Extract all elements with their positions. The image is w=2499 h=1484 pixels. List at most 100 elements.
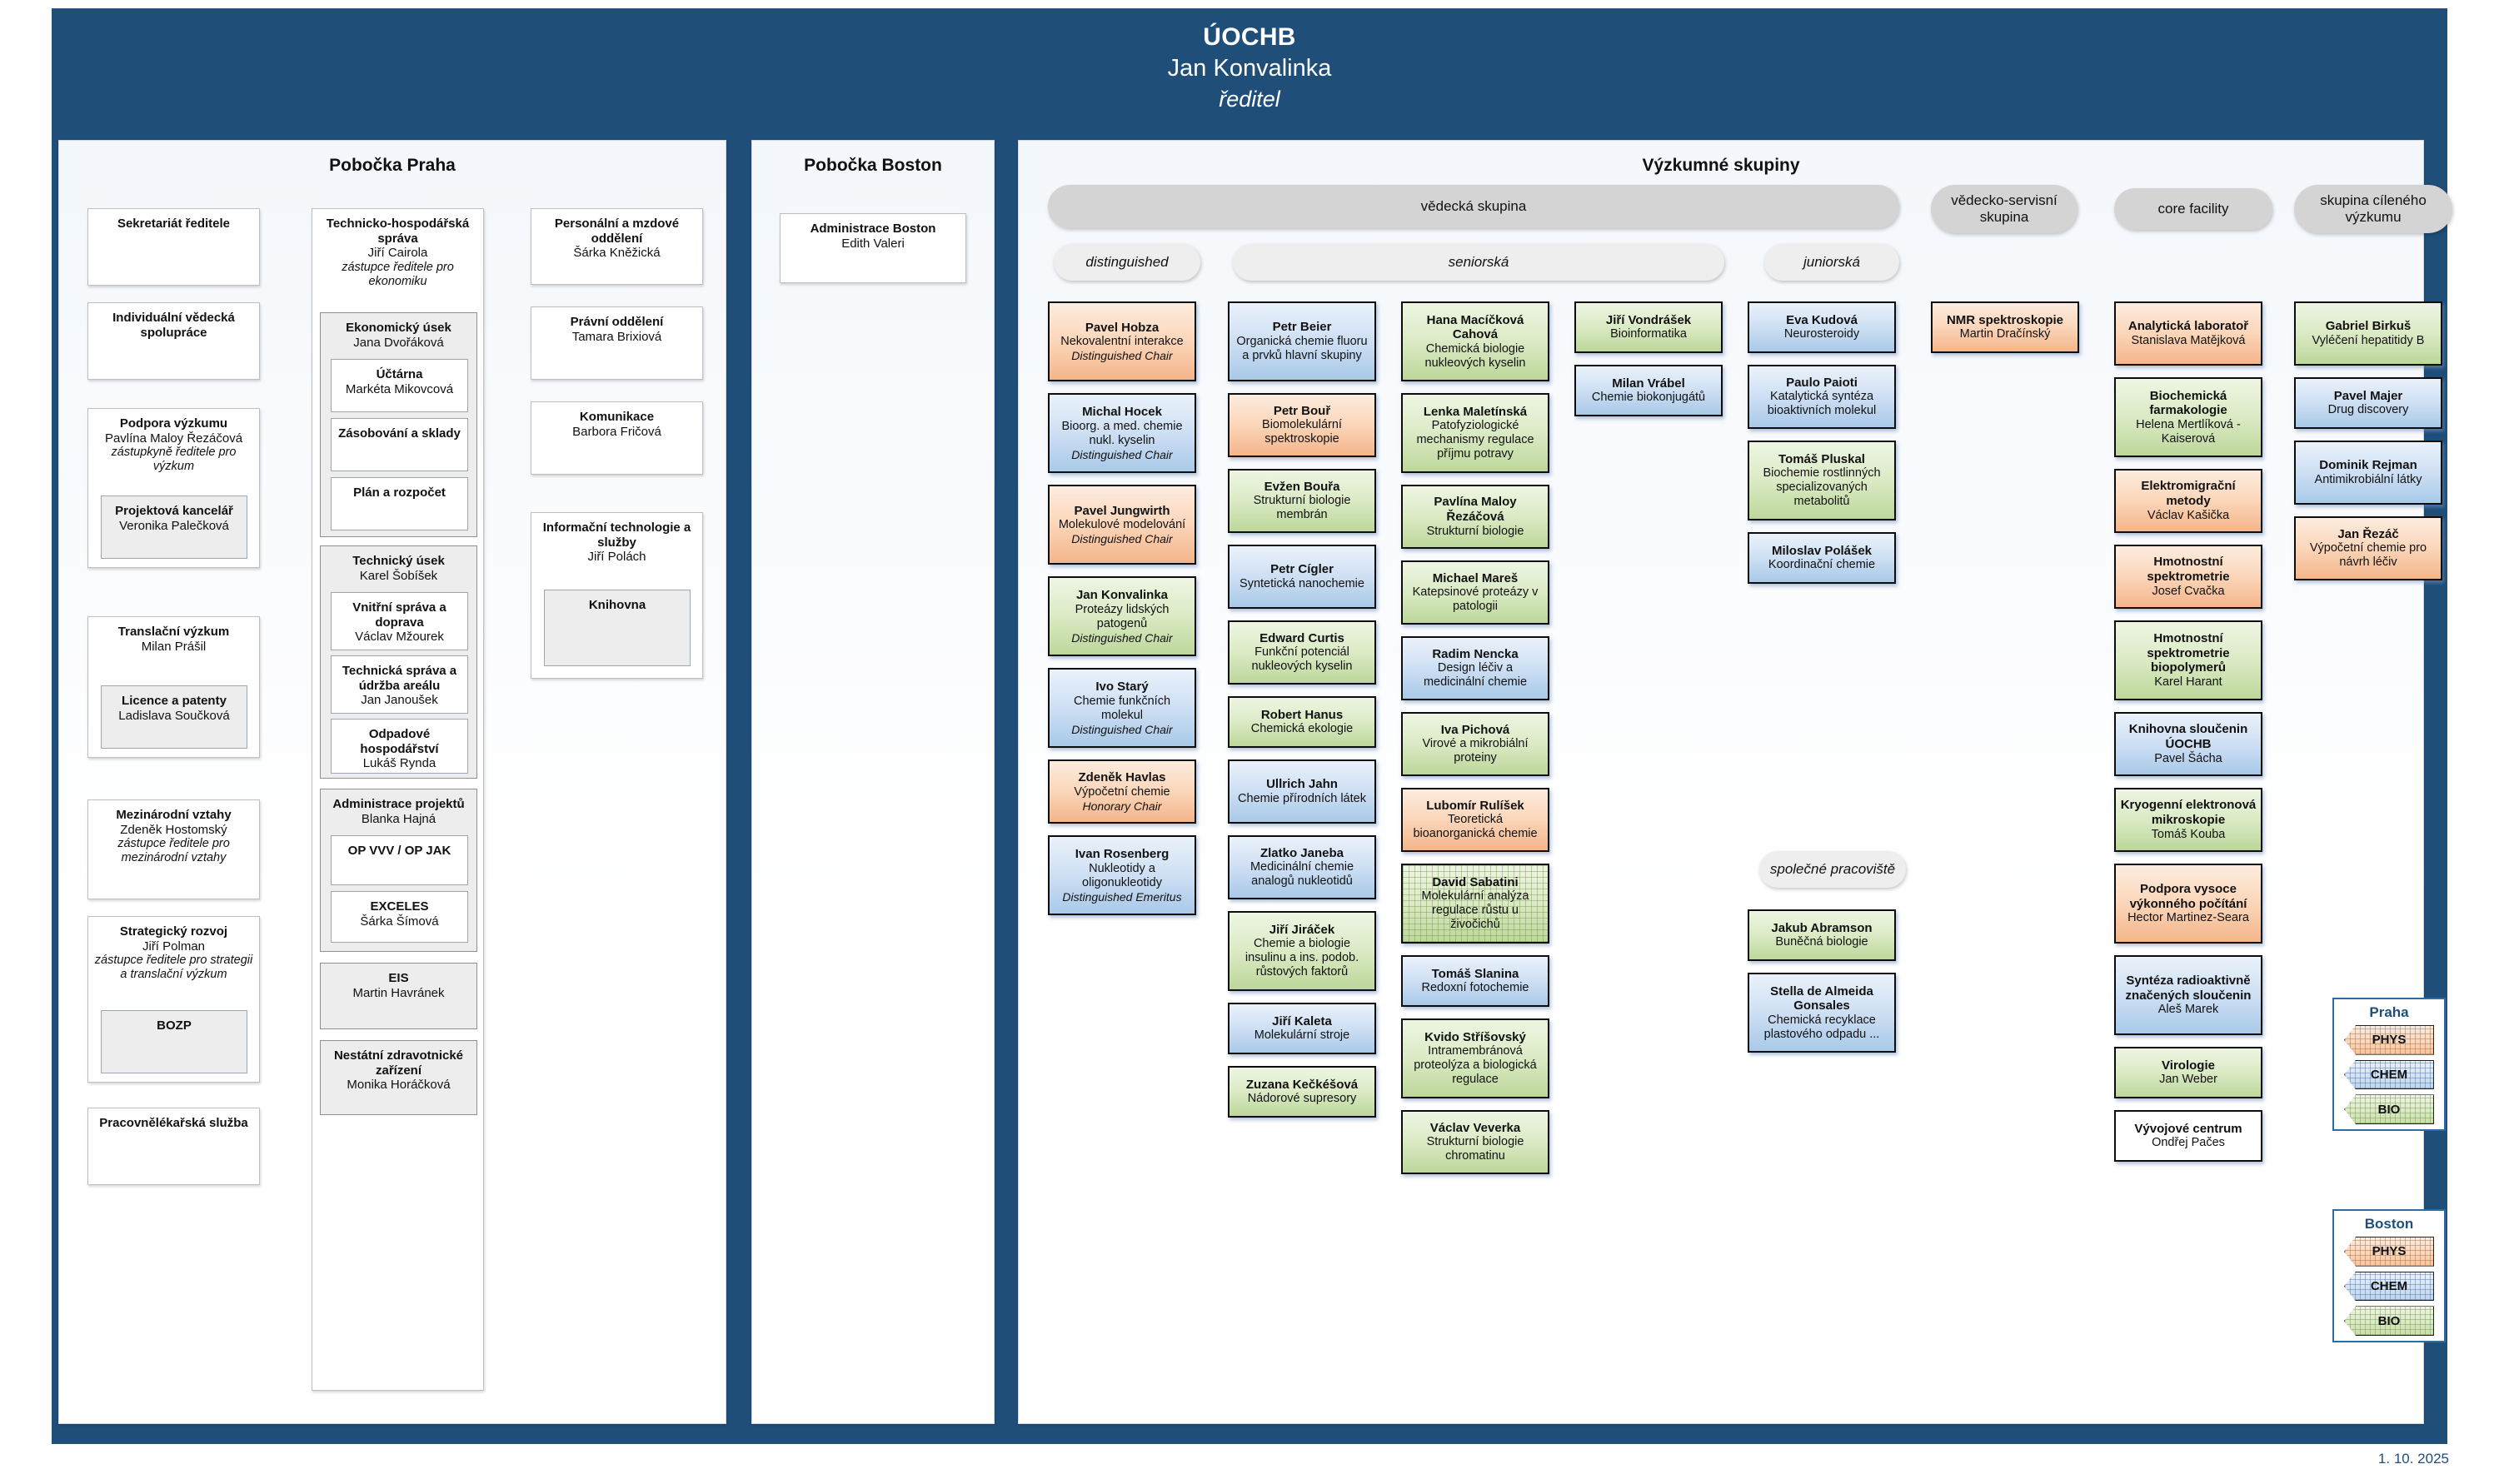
group-card-core-8[interactable]: Syntéza radioaktivně značených sloučenin…: [2114, 955, 2262, 1035]
box-pracovnelekarska-sluzba[interactable]: Pracovnělékařská služba: [87, 1108, 260, 1185]
organization-name: ÚOCHB: [1203, 23, 1296, 51]
box-administrace-boston[interactable]: Administrace Boston Edith Valeri: [780, 213, 966, 283]
box-bozp[interactable]: BOZP: [101, 1010, 247, 1073]
box-zasobovani-a-sklady[interactable]: Zásobování a sklady: [331, 418, 468, 471]
box-eis[interactable]: EIS Martin Havránek: [320, 963, 477, 1029]
box-technicky-usek[interactable]: Technický úsek Karel Šobíšek Vnitřní spr…: [320, 545, 477, 779]
box-pravni-oddeleni[interactable]: Právní oddělení Tamara Brixiová: [531, 306, 703, 380]
box-technicko-hospodarska-sprava[interactable]: Technicko-hospodářská správa Jiří Cairol…: [312, 208, 484, 1391]
box-title: Zásobování a sklady: [338, 426, 461, 441]
box-exceles[interactable]: EXCELES Šárka Šímová: [331, 891, 468, 943]
box-strategicky-rozvoj[interactable]: Strategický rozvoj Jiří Polman zástupce …: [87, 916, 260, 1083]
group-card-description: Nukleotidy a oligonukleotidy: [1082, 861, 1162, 889]
box-knihovna[interactable]: Knihovna: [544, 590, 691, 666]
box-ekonomicky-usek[interactable]: Ekonomický úsek Jana Dvořáková Účtárna M…: [320, 312, 477, 537]
box-title: Nestátní zdravotnické zařízení: [333, 1048, 464, 1078]
group-card-description: Redoxní fotochemie: [1421, 981, 1529, 995]
box-personalni-a-mzdove-oddeleni[interactable]: Personální a mzdové oddělení Šárka Kněži…: [531, 208, 703, 285]
group-card-name: Lubomír Rulíšek: [1426, 798, 1524, 813]
box-licence-a-patenty[interactable]: Licence a patenty Ladislava Součková: [101, 685, 247, 749]
chevron-label: PHYS: [2372, 1244, 2407, 1259]
box-title: Individuální vědecká spolupráce: [112, 311, 235, 340]
box-plan-a-rozpocet[interactable]: Plán a rozpočet: [331, 477, 468, 530]
box-administrace-projektu[interactable]: Administrace projektů Blanka Hajná OP VV…: [320, 789, 477, 952]
box-person: Jana Dvořáková: [353, 335, 444, 350]
group-card-name: Jakub Abramson: [1771, 920, 1873, 935]
group-card-name: Petr Cígler: [1270, 562, 1334, 577]
chevron-chem: CHEM: [2344, 1059, 2434, 1090]
group-card-description: Antimikrobiální látky: [2314, 472, 2422, 486]
box-odpadove-hospodarstvi[interactable]: Odpadové hospodářství Lukáš Rynda: [331, 719, 468, 774]
box-vnitrni-sprava-a-doprava[interactable]: Vnitřní správa a doprava Václav Mžourek: [331, 592, 468, 650]
group-card-tag: Distinguished Chair: [1071, 447, 1173, 461]
group-card-description: Výpočetní chemie pro návrh léčiv: [2309, 541, 2427, 570]
box-technicka-sprava-a-udrzba-arealu[interactable]: Technická správa a údržba areálu Jan Jan…: [331, 655, 468, 714]
box-projektova-kancelar[interactable]: Projektová kancelář Veronika Palečková: [101, 495, 247, 559]
box-nestatni-zdravotnicke-zarizeni[interactable]: Nestátní zdravotnické zařízení Monika Ho…: [320, 1040, 477, 1115]
box-translacni-vyzkum[interactable]: Translační výzkum Milan Prášil Licence a…: [87, 616, 260, 758]
box-podpora-vyzkumu[interactable]: Podpora výzkumu Pavlína Maloy Řezáčová z…: [87, 408, 260, 568]
box-individualni-vedecka-spoluprace[interactable]: Individuální vědecká spolupráce: [87, 302, 260, 380]
box-op-vvv-op-jak[interactable]: OP VVV / OP JAK: [331, 835, 468, 885]
box-komunikace[interactable]: Komunikace Barbora Fričová: [531, 401, 703, 475]
box-uctarna[interactable]: Účtárna Markéta Mikovcová: [331, 359, 468, 412]
box-informacni-technologie-a-sluzby[interactable]: Informační technologie a služby Jiří Pol…: [531, 512, 703, 679]
box-sekretariat-reditele[interactable]: Sekretariát ředitele: [87, 208, 260, 286]
group-card-name: Jiří Kaleta: [1272, 1013, 1332, 1028]
box-mezinarodni-vztahy[interactable]: Mezinárodní vztahy Zdeněk Hostomský zást…: [87, 799, 260, 899]
group-card-description: Syntetická nanochemie: [1240, 576, 1364, 590]
